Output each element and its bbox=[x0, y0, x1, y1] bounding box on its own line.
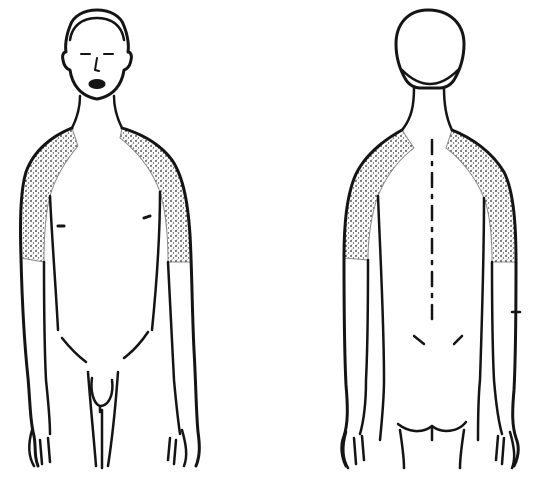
front-right-shoulder-shading bbox=[120, 128, 191, 262]
back-left-leg bbox=[400, 430, 404, 468]
front-mouth bbox=[89, 80, 105, 89]
back-right-hand bbox=[496, 432, 514, 468]
back-left-waist-mark bbox=[414, 336, 424, 344]
back-right-shoulder-shading bbox=[446, 130, 516, 262]
back-neck-right bbox=[444, 88, 452, 130]
back-right-inner-arm bbox=[492, 262, 502, 434]
front-left-groin-line bbox=[62, 338, 86, 362]
front-right-hand bbox=[168, 430, 186, 466]
front-figure bbox=[21, 10, 200, 468]
front-right-torso-side bbox=[152, 192, 160, 330]
front-right-inner-arm bbox=[168, 262, 180, 434]
front-nose bbox=[95, 58, 99, 71]
back-left-hand bbox=[343, 432, 364, 468]
back-left-inner-arm bbox=[360, 260, 368, 434]
back-left-torso-side bbox=[378, 196, 384, 440]
back-neck-left bbox=[402, 88, 414, 130]
back-right-leg bbox=[460, 430, 464, 468]
front-right-nipple bbox=[144, 216, 150, 218]
back-right-waist-mark bbox=[454, 336, 462, 344]
back-hairline bbox=[402, 70, 458, 84]
front-left-inner-arm bbox=[44, 262, 50, 434]
back-figure bbox=[342, 10, 520, 468]
front-neck-left bbox=[72, 96, 80, 128]
front-left-torso-side bbox=[50, 196, 58, 330]
front-genitals bbox=[91, 378, 112, 412]
back-right-torso-side bbox=[478, 198, 484, 440]
front-right-groin-line bbox=[124, 332, 148, 358]
back-head-outline bbox=[396, 10, 464, 88]
front-hair bbox=[70, 18, 124, 40]
front-neck-right bbox=[114, 96, 122, 128]
